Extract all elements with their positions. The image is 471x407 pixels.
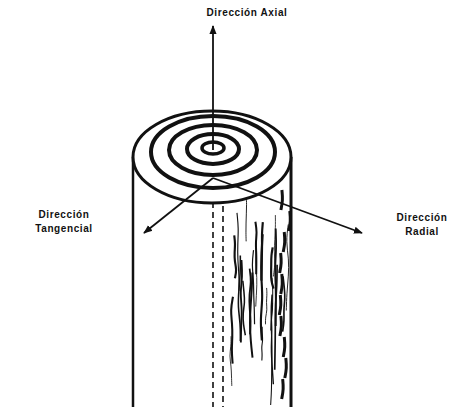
bark-stroke — [280, 253, 282, 273]
trunk-right-edge — [290, 157, 293, 407]
bark-stroke — [281, 274, 283, 294]
bark-stroke — [286, 224, 288, 310]
bark-stroke — [237, 213, 239, 291]
trunk-left-edge — [132, 157, 135, 407]
direction-arrows — [144, 26, 362, 233]
bark-stroke — [282, 379, 284, 399]
bark-stroke — [281, 190, 283, 210]
bark-stroke — [289, 211, 291, 231]
direction-label: Dirección Axial — [172, 6, 322, 20]
dashed-line — [212, 182, 214, 407]
bark-stroke — [261, 234, 263, 340]
tangential-arrow — [144, 178, 213, 233]
bark-stroke — [279, 295, 281, 315]
bark-stroke — [238, 256, 240, 342]
bark-stroke — [243, 281, 246, 336]
bark-stroke — [271, 303, 273, 405]
bark-stroke — [256, 234, 257, 307]
bark-stroke — [285, 358, 287, 378]
bark-stroke — [231, 297, 233, 364]
bark-stroke — [245, 196, 247, 242]
direction-label: Dirección Tangencial — [23, 208, 105, 235]
radial-arrow — [213, 178, 362, 233]
bark-stroke — [275, 265, 277, 370]
bark-stroke — [283, 337, 285, 357]
growth-rings — [133, 111, 291, 203]
axial-arrow — [212, 26, 214, 150]
dashed-line — [222, 186, 224, 407]
bark-texture — [230, 190, 290, 405]
log-top-ellipse — [133, 111, 291, 203]
bark-stroke — [283, 232, 285, 252]
bark-stroke — [234, 235, 236, 278]
bark-stroke — [265, 288, 266, 324]
bark-stroke — [250, 272, 252, 357]
bark-stroke — [280, 316, 282, 336]
direction-label: Dirección Radial — [386, 211, 458, 238]
